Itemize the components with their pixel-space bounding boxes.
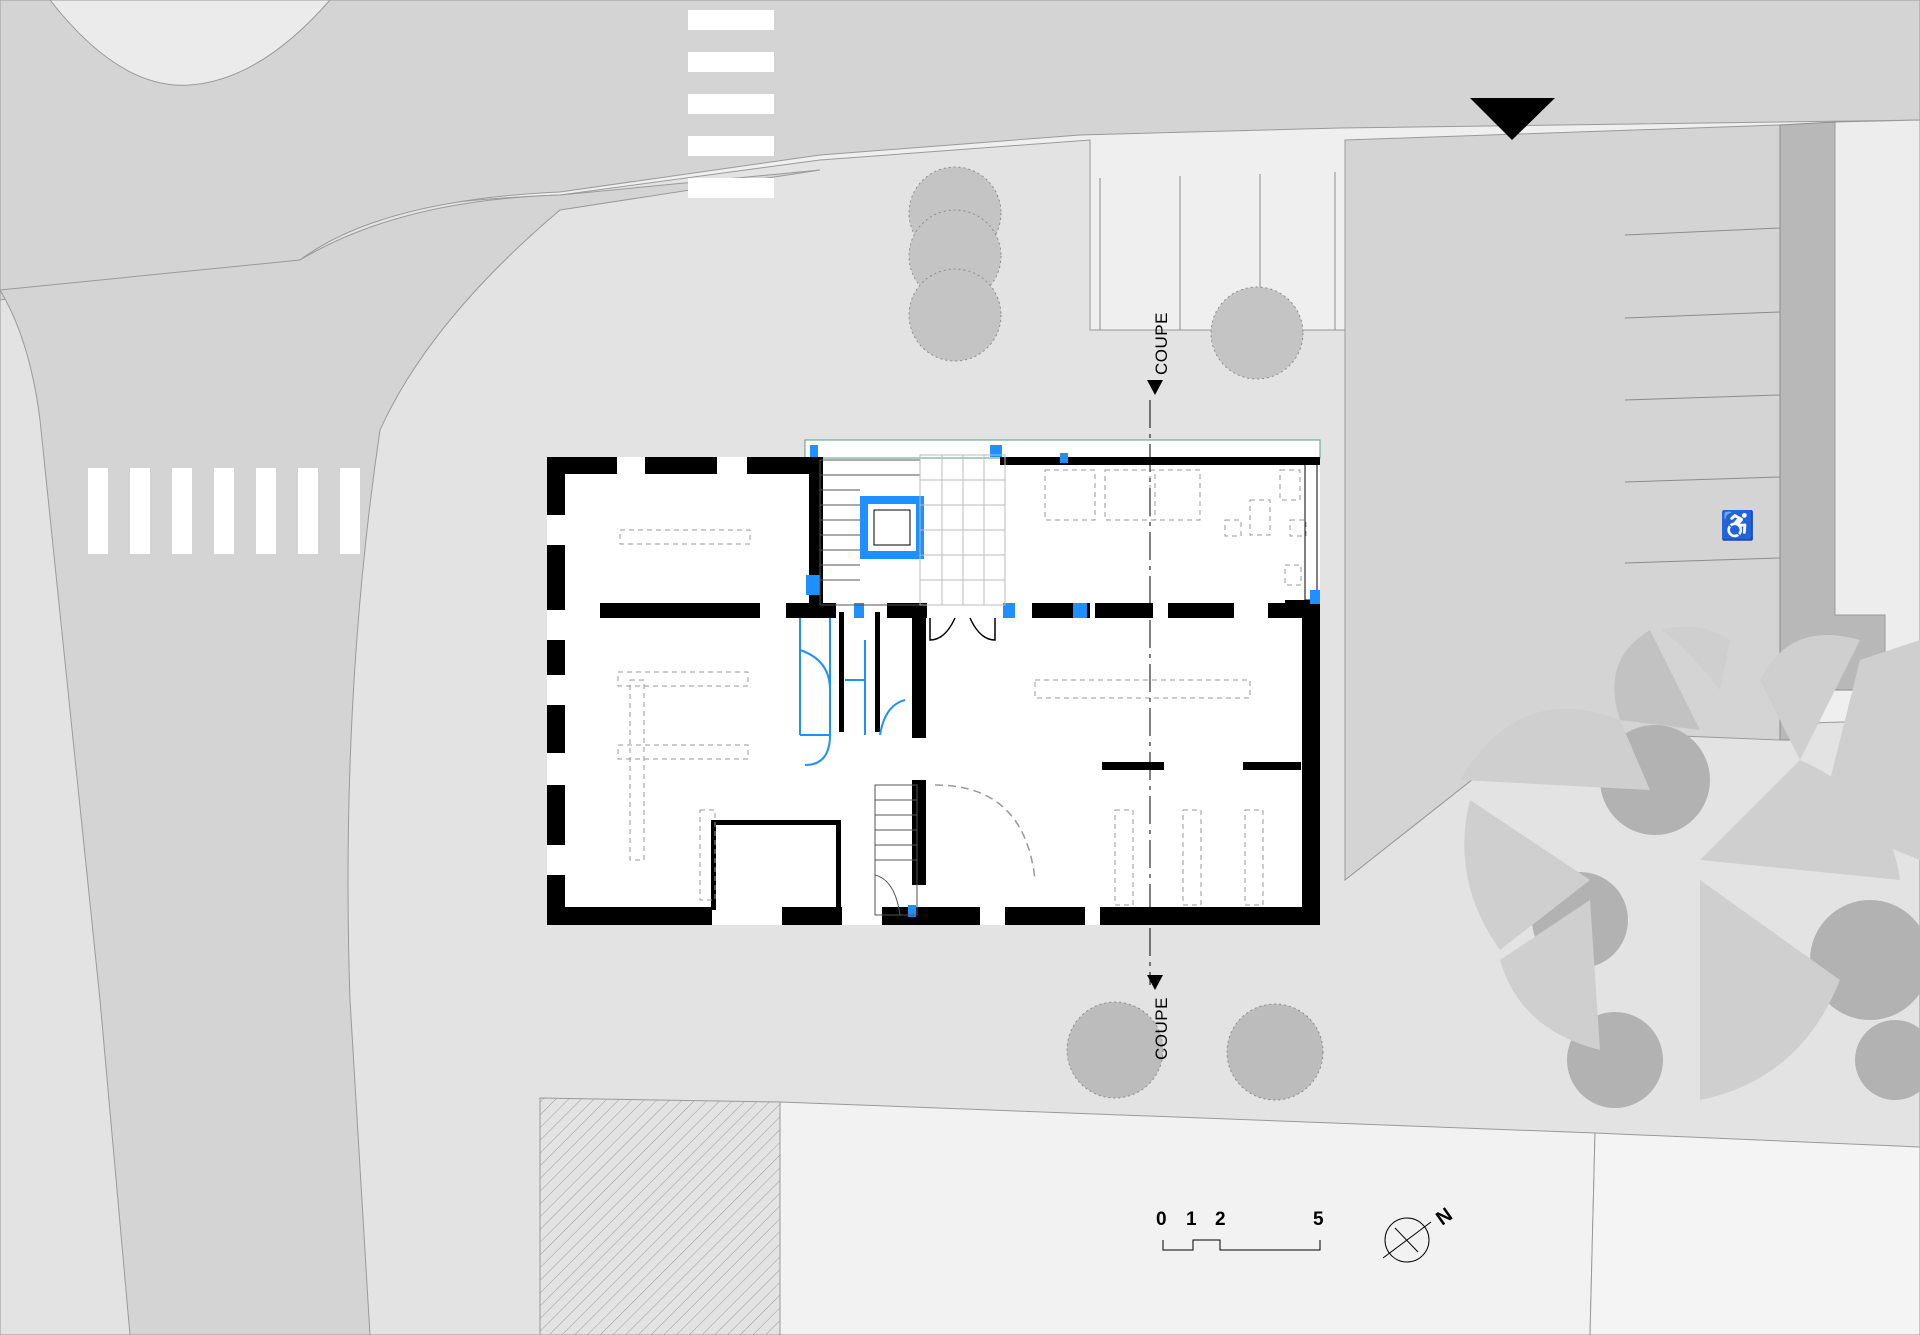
road-north <box>0 0 1920 301</box>
scale-tick-1: 1 <box>1186 1209 1197 1230</box>
building-floor <box>547 457 1320 925</box>
parking-stall-lines <box>1099 172 1781 564</box>
scale-tick-0: 0 <box>1156 1209 1167 1230</box>
trees <box>908 166 1920 1108</box>
crosswalk-north <box>688 10 774 198</box>
lobby-grid <box>919 454 1006 606</box>
section-arrow-top <box>1147 380 1163 395</box>
scale-bar: 0 1 2 5 <box>1156 1209 1324 1251</box>
roundabout-island <box>49 0 331 86</box>
exhibit-fixtures <box>617 469 1307 906</box>
scale-tick-2: 2 <box>1215 1209 1226 1230</box>
curved-counter <box>934 784 1036 881</box>
accessible-parking-icon: ♿ <box>1720 509 1755 542</box>
section-label-bottom: COUPE <box>1152 997 1171 1060</box>
wc-partitions <box>799 618 906 766</box>
road-west <box>0 169 821 1335</box>
entrance-doors <box>929 617 996 641</box>
entrance-marker <box>1470 98 1555 140</box>
new-elements <box>806 445 1320 917</box>
hatched-parcel <box>539 1097 781 1335</box>
crosswalk-west <box>88 468 360 554</box>
exterior-walls <box>547 457 1320 925</box>
neighbour-lot <box>1834 119 1920 692</box>
parcel-south-east <box>1589 1132 1920 1335</box>
section-arrow-bottom <box>1147 975 1163 990</box>
parcel-south <box>779 1101 1596 1335</box>
secondary-stair <box>874 784 918 916</box>
section-label-top: COUPE <box>1152 312 1171 375</box>
interior-walls <box>600 457 1320 910</box>
scale-tick-5: 5 <box>1313 1209 1324 1230</box>
